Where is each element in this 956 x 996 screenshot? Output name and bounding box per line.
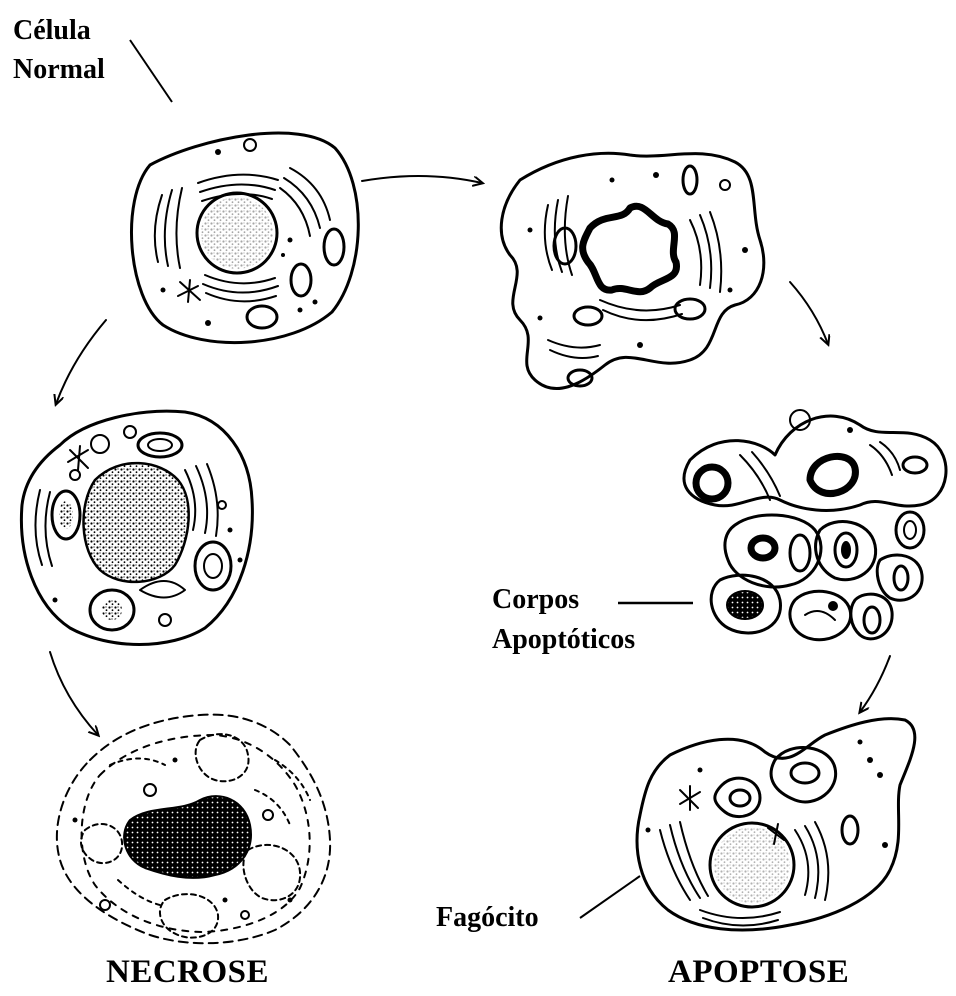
- label-corpos-line2: Apoptóticos: [492, 622, 635, 657]
- phagocyte-nucleus: [710, 823, 794, 907]
- label-celula-normal-line2: Normal: [13, 52, 105, 87]
- arrow-normal-to-necrosis-1: [56, 320, 106, 404]
- label-apoptose: APOPTOSE: [668, 952, 849, 993]
- necrotic-cell-swollen: [21, 411, 252, 644]
- arrow-apoptosis-2-to-phagocyte: [860, 656, 890, 712]
- phagocyte: [637, 719, 915, 930]
- apoptotic-cell-shrinking: [501, 153, 764, 388]
- celula-normal-pointer: [130, 40, 172, 102]
- arrow-necrosis-1-to-2: [50, 652, 98, 735]
- label-celula-normal-line1: Célula: [13, 13, 91, 48]
- apoptotic-bodies: [684, 410, 946, 640]
- label-fagocito: Fagócito: [436, 900, 539, 935]
- arrow-normal-to-apoptosis-1: [362, 176, 482, 183]
- normal-cell: [131, 133, 358, 343]
- arrow-apoptosis-1-to-2: [790, 282, 828, 344]
- label-corpos-line1: Corpos: [492, 582, 579, 617]
- necrotic-cell-ruptured: [57, 715, 330, 944]
- label-necrose: NECROSE: [106, 952, 269, 993]
- fagocito-pointer: [580, 876, 640, 918]
- normal-cell-nucleus: [197, 193, 277, 273]
